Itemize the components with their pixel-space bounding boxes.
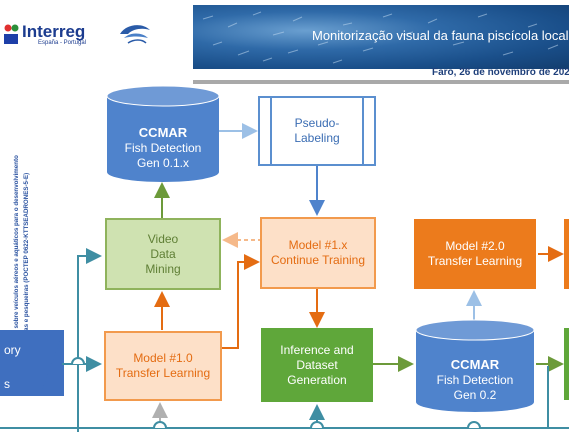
ccmar-bottom-title: CCMAR [450, 357, 500, 372]
ccmar-bottom-label: CCMAR Fish Detection Gen 0.2 [414, 357, 536, 403]
model1x-line-2: Continue Training [270, 253, 366, 267]
side-text-line-2: das ciências marinhas e pesqueiras (POCT… [23, 173, 30, 390]
model20-line-2: Transfer Learning [427, 254, 523, 268]
video-line-3: Mining [145, 261, 181, 276]
left-partial-text-2: s [4, 377, 10, 391]
right-partial-orange-node [564, 219, 569, 289]
header-divider [193, 80, 569, 84]
left-partial-text-1: ory [4, 343, 21, 357]
project-side-text: rência de tecnologia sobre veículos aére… [13, 155, 30, 390]
edge-teal-to-video [77, 248, 102, 432]
ccmar-top-title: CCMAR [138, 125, 188, 140]
date-location: Faro, 26 de novembro de 202 [432, 67, 569, 78]
line-hop-4 [467, 421, 481, 429]
fish-school-icon [202, 11, 559, 64]
fish-project-logo-icon [120, 25, 150, 44]
line-hop-2 [153, 421, 167, 429]
inference-line-1: Inference and [280, 342, 354, 357]
pseudo-labeling-node: Pseudo-Labeling [258, 96, 376, 166]
model10-line-1: Model #1.0 [133, 351, 193, 365]
right-partial-green-node [564, 328, 569, 400]
ccmar-top-database-icon [106, 86, 220, 182]
line-hop-3 [310, 421, 324, 429]
ccmar-top-line-2: Gen 0.1.x [136, 156, 190, 170]
ccmar-top-label: CCMAR Fish Detection Gen 0.1.x [105, 125, 221, 171]
edge-model10-to-model1x [220, 254, 260, 349]
ccmar-bottom-database-icon [415, 319, 535, 412]
side-text-line-1: rência de tecnologia sobre veículos aére… [13, 155, 20, 390]
interreg-logo-icon [4, 24, 19, 32]
pseudo-line-2: Labeling [294, 131, 340, 145]
header-banner [193, 5, 569, 69]
video-line-2: Data [150, 246, 176, 261]
ccmar-bottom-line-1: Fish Detection [436, 373, 514, 387]
video-line-1: Video [147, 231, 179, 246]
line-hop-1 [71, 357, 85, 365]
interreg-subtitle: España - Portugal [38, 40, 87, 46]
ccmar-bottom-line-2: Gen 0.2 [453, 388, 497, 402]
inference-line-2: Dataset [296, 357, 338, 372]
ccmar-top-line-1: Fish Detection [124, 141, 202, 155]
page-title: Monitorização visual da fauna piscícola … [312, 28, 569, 43]
model20-line-1: Model #2.0 [445, 239, 505, 253]
inference-line-3: Generation [287, 372, 347, 387]
model1x-line-1: Model #1.x [288, 238, 348, 252]
interreg-logo: Interreg [22, 22, 86, 41]
model10-line-2: Transfer Learning [115, 366, 211, 380]
pseudo-line-1: Pseudo- [294, 116, 340, 130]
left-partial-arrow-shape [40, 330, 64, 396]
eu-flag-icon [4, 34, 18, 44]
